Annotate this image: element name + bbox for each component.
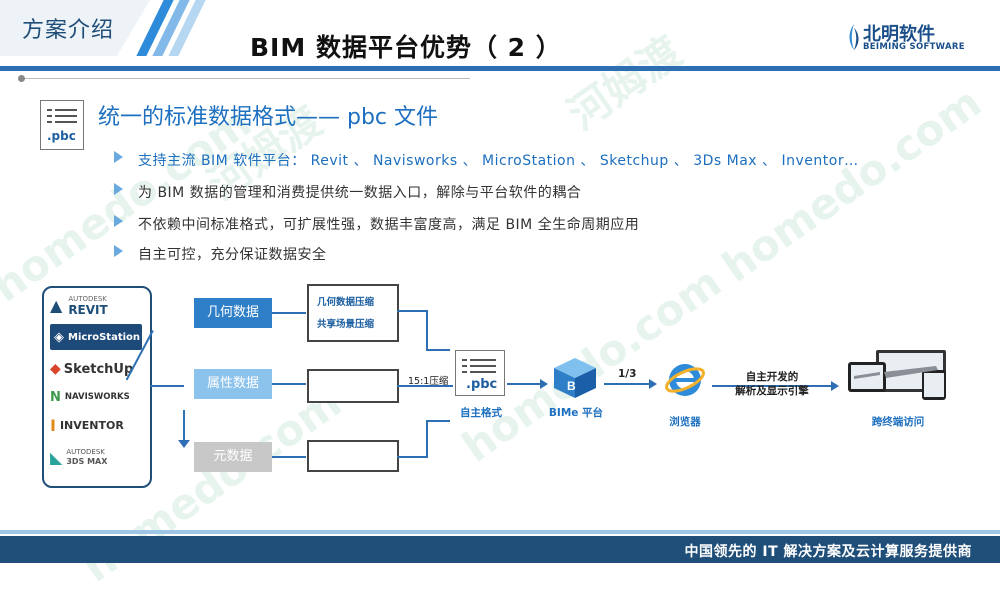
watermark: homedo.com xyxy=(713,77,991,292)
connector-line xyxy=(507,383,541,385)
footer-bar xyxy=(0,536,1000,563)
connector-line xyxy=(604,383,650,385)
bime-platform-icon: B xyxy=(552,356,598,400)
bullet-arrow-icon xyxy=(114,245,123,257)
fraction-label: 1/3 xyxy=(618,368,637,380)
software-navisworks: N NAVISWORKS xyxy=(50,389,130,405)
software-revit: ▲ AUTODESK REVIT xyxy=(50,295,108,317)
microstation-icon: ◈ xyxy=(54,329,64,345)
category-meta: 元数据 xyxy=(194,442,272,472)
category-attribute: 属性数据 xyxy=(194,369,272,399)
connector-line xyxy=(397,385,453,387)
pbc-file-ext: .pbc xyxy=(47,129,76,143)
divider-dot xyxy=(18,75,25,82)
section-subtitle: 统一的标准数据格式—— pbc 文件 xyxy=(98,105,439,130)
connector-line xyxy=(426,349,450,351)
footer-accent xyxy=(0,530,1000,534)
pbc-file-icon: .pbc xyxy=(40,100,84,150)
arrowhead-icon xyxy=(649,379,657,389)
connector-line xyxy=(397,456,427,458)
revit-icon: ▲ xyxy=(50,295,63,315)
logo-name: 北明软件 xyxy=(863,24,935,45)
software-sketchup: ◆ SketchUp xyxy=(50,361,134,377)
ratio-label: 15:1压缩 xyxy=(408,376,449,387)
bullet-arrow-icon xyxy=(114,183,123,195)
header-divider xyxy=(0,66,1000,71)
software-3dsmax: ◣ AUTODESK 3DS MAX xyxy=(50,447,108,467)
terminal-label: 跨终端访问 xyxy=(871,416,925,428)
3dsmax-icon: ◣ xyxy=(50,447,63,467)
process-geometry: 几何数据压缩 共享场景压缩 xyxy=(307,284,399,342)
software-inventor: I INVENTOR xyxy=(50,415,124,435)
process-geometry-line1: 几何数据压缩 xyxy=(317,297,375,308)
connector-line xyxy=(183,410,185,442)
connector-line xyxy=(272,312,306,314)
pbc-format-icon: .pbc xyxy=(455,350,505,396)
bime-platform-label: BIMe 平台 xyxy=(548,407,604,419)
logo-mark-icon xyxy=(845,22,863,52)
category-geometry: 几何数据 xyxy=(194,298,272,328)
bullet-arrow-icon xyxy=(114,151,123,163)
bullet-item: 自主可控，充分保证数据安全 xyxy=(138,247,327,263)
connector-line xyxy=(712,385,832,387)
engine-label: 自主开发的 解析及显示引擎 xyxy=(735,371,809,397)
terminal-devices-icon xyxy=(846,348,950,402)
process-geometry-line2: 共享场景压缩 xyxy=(317,319,375,330)
arrowhead-icon xyxy=(178,440,190,448)
connector-line xyxy=(150,385,184,387)
connector-line xyxy=(426,420,428,458)
bullet-item: 不依赖中间标准格式，可扩展性强，数据丰富度高，满足 BIM 全生命周期应用 xyxy=(138,217,640,233)
software-list: ▲ AUTODESK REVIT ◈ MicroStation ◆ Sketch… xyxy=(42,286,152,488)
bullet-item: 支持主流 BIM 软件平台： Revit 、 Navisworks 、 Micr… xyxy=(138,153,859,169)
inventor-icon: I xyxy=(50,415,56,435)
connector-line xyxy=(272,456,306,458)
watermark: 河姆渡 xyxy=(559,26,691,140)
section-tag-label: 方案介绍 xyxy=(22,18,115,43)
sketchup-icon: ◆ xyxy=(50,361,61,377)
arrowhead-icon xyxy=(540,379,548,389)
connector-line xyxy=(272,383,306,385)
svg-text:B: B xyxy=(567,379,576,393)
browser-icon xyxy=(664,359,706,401)
logo-subtitle: BEIMING SOFTWARE xyxy=(863,42,965,52)
arrowhead-icon xyxy=(831,381,839,391)
sub-divider xyxy=(20,78,470,79)
connector-line xyxy=(397,310,427,312)
browser-label: 浏览器 xyxy=(669,416,701,428)
own-format-label: 自主格式 xyxy=(460,407,502,419)
software-microstation: ◈ MicroStation xyxy=(50,324,142,350)
process-meta xyxy=(307,440,399,472)
bullet-arrow-icon xyxy=(114,215,123,227)
connector-line xyxy=(426,310,428,350)
connector-line xyxy=(426,420,450,422)
page-title: BIM 数据平台优势（ 2 ） xyxy=(250,33,562,62)
bullet-item: 为 BIM 数据的管理和消费提供统一数据入口，解除与平台软件的耦合 xyxy=(138,185,582,201)
process-attribute xyxy=(307,369,399,403)
footer-slogan: 中国领先的 IT 解决方案及云计算服务提供商 xyxy=(684,544,972,560)
navisworks-icon: N xyxy=(50,389,61,405)
